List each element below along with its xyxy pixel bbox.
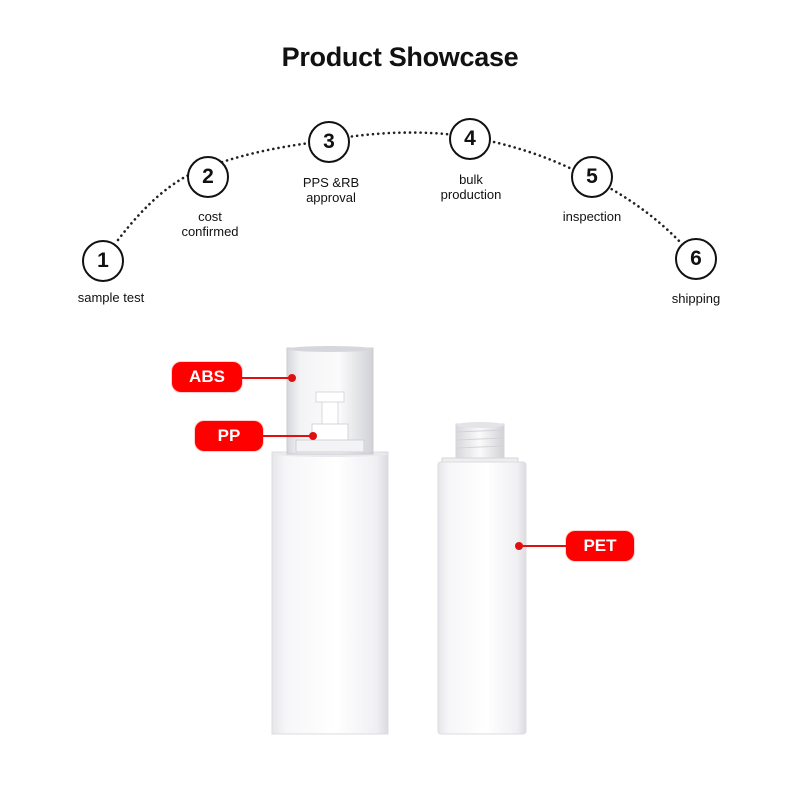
open-bottle: [437, 422, 527, 735]
pp-leader-dot: [309, 432, 317, 440]
pet-leader-line: [520, 545, 566, 547]
step-3-circle: 3: [308, 121, 350, 163]
pet-leader-dot: [515, 542, 523, 550]
step-3-number: 3: [323, 130, 335, 153]
step-6-number: 6: [690, 247, 702, 270]
step-6-circle: 6: [675, 238, 717, 280]
step-4-label: bulk production: [440, 172, 502, 202]
step-2-number: 2: [202, 165, 214, 188]
pump-bottle: [271, 346, 389, 735]
step-1-label: sample test: [77, 290, 145, 305]
step-2-circle: 2: [187, 156, 229, 198]
step-5-number: 5: [586, 165, 598, 188]
step-2-label: cost confirmed: [181, 209, 239, 239]
tag-abs: ABS: [172, 362, 242, 392]
step-5-label: inspection: [562, 209, 622, 224]
step-5-circle: 5: [571, 156, 613, 198]
page-title: Product Showcase: [281, 42, 519, 72]
step-1-number: 1: [97, 249, 109, 272]
step-3-label: PPS &RB approval: [302, 175, 360, 205]
step-4-number: 4: [464, 127, 476, 150]
abs-leader-dot: [288, 374, 296, 382]
tag-pp: PP: [195, 421, 263, 451]
tag-pet: PET: [566, 531, 634, 561]
pp-leader-line: [263, 435, 313, 437]
step-6-label: shipping: [671, 291, 721, 306]
abs-leader-line: [242, 377, 292, 379]
step-1-circle: 1: [82, 240, 124, 282]
step-4-circle: 4: [449, 118, 491, 160]
